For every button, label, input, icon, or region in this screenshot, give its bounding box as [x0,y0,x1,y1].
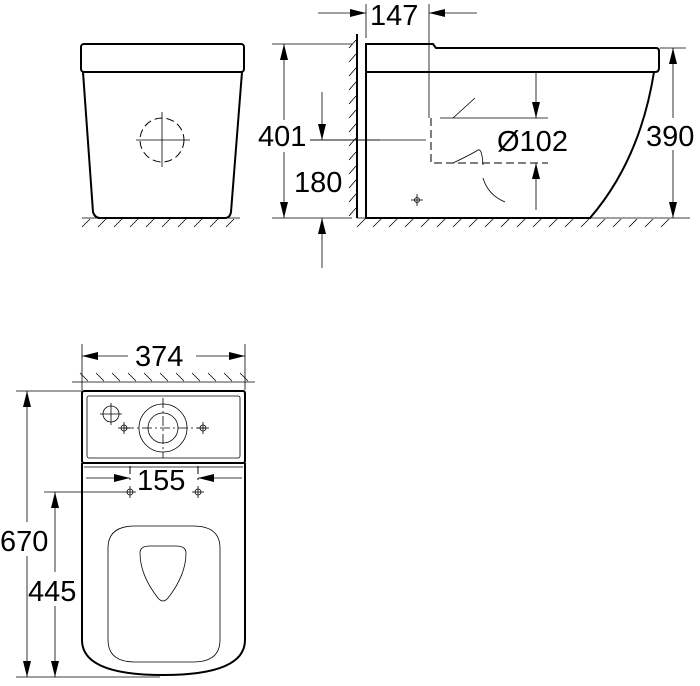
tank-fixing-left-icon [118,422,130,434]
dimension-bowl-height: 390 [646,47,694,218]
dim-155-label: 155 [137,465,185,497]
bowl-fixing-left-icon [124,486,136,498]
dim-147-label: 147 [370,0,418,32]
dim-401-label: 401 [258,121,306,153]
flush-valve-icon [124,398,205,458]
dim-390-label: 390 [646,121,694,153]
dimension-width: 374 [81,341,246,390]
dimension-wall-to-outlet: 147 [318,0,477,118]
outlet-crosshair-icon [136,112,190,167]
dim-374-label: 374 [135,341,183,373]
dim-102-label: Ø102 [497,126,568,158]
top-view [72,372,255,677]
tank-fixing-right-icon [197,422,209,434]
bowl-fixing-right-icon [192,486,204,498]
dimension-total-depth: 670 [0,390,160,678]
fixing-point-icon [411,194,423,206]
dim-670-label: 670 [0,526,48,558]
dim-445-label: 445 [28,576,76,608]
dimension-outlet-diameter: Ø102 [497,72,568,210]
dimension-fixing-spacing: 155 [44,465,242,497]
side-view [310,34,690,228]
dimension-fixing-to-front: 445 [28,492,76,677]
dimension-total-height: 401 [258,43,352,219]
dim-180-label: 180 [294,167,342,199]
dimension-outlet-height: 180 [294,92,380,268]
water-inlet-icon [100,403,122,425]
front-view [80,43,245,228]
